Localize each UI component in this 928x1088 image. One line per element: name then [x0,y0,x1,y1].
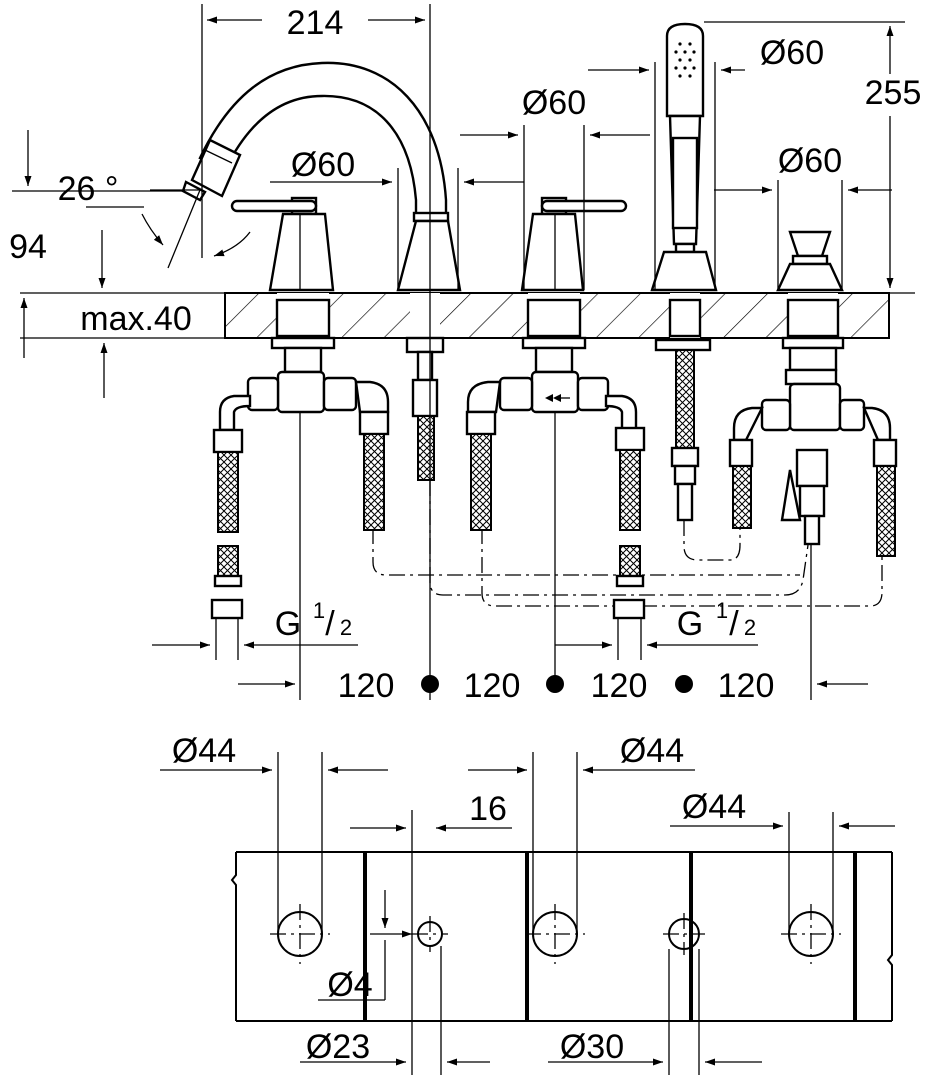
spacing-4: 120 [718,667,775,705]
spacing-1: 120 [338,667,395,705]
dim-30: Ø30 [548,949,762,1075]
dim-angle: 26 ° [58,170,251,269]
connection-left-slash: / [325,605,335,643]
dim-handle-diam: Ø60 [270,146,524,290]
dim-255-label: 255 [865,74,922,112]
dim-214: 214 [201,4,431,700]
shower-nozzles [674,42,696,78]
connection-left-den: 2 [340,615,352,640]
dim-spacing-row: 120 120 120 120 [238,667,868,705]
dim-23-label: Ø23 [306,1028,370,1066]
pipe-routing [372,480,883,607]
dim-connection-right: G 1 / 2 [555,598,758,660]
dim-255: 255 [704,21,922,288]
dim-hole-44-left-label: Ø44 [172,732,236,770]
dim-hole-44-middle-label: Ø44 [620,732,684,770]
dim-diverter-diam: Ø60 [714,142,892,290]
dim-16: 16 [350,790,512,1075]
dim-max40-label: max.40 [80,300,192,338]
dim-angle-label: 26 ° [58,170,119,208]
dim-94: 94 [9,130,185,288]
dim-handle-diam-label: Ø60 [291,146,355,184]
dim-94-label: 94 [9,228,47,266]
spout [181,61,462,481]
dim-hole-44-right: Ø44 [670,788,895,934]
dim-shower-diam-label: Ø60 [760,34,824,72]
dim-max40: max.40 [20,298,192,398]
hand-shower [650,22,718,522]
dim-30-label: Ø30 [560,1028,624,1066]
hole-plate [230,851,893,1022]
dim-23: Ø23 [300,946,490,1075]
dim-diverter-diam-label: Ø60 [778,142,842,180]
dim-16-label: 16 [469,790,507,828]
connection-right-num: 1 [716,598,728,623]
dim-hole-44-left: Ø44 [160,732,388,934]
connection-left-num: 1 [313,598,325,623]
dim-connection-left: G 1 / 2 [152,598,358,660]
dim-hole-44-middle: Ø44 [468,732,695,934]
mounting-holes [270,904,841,964]
dim-valve-diam-label: Ø60 [522,84,586,122]
dim-hole-44-right-label: Ø44 [682,788,746,826]
dim-valve-diam: Ø60 [460,84,650,290]
dim-shower-diam: Ø60 [588,34,824,290]
dim-pin: Ø4 [318,890,412,1004]
spacing-3: 120 [591,667,648,705]
connection-left-g: G [275,605,301,643]
dim-214-label: 214 [287,4,344,42]
left-handle [210,196,390,700]
dim-pin-label: Ø4 [327,966,372,1004]
diverter [728,230,898,700]
right-handle [465,196,646,690]
connection-right-slash: / [729,605,739,643]
connection-right-den: 2 [744,615,756,640]
connection-right-g: G [677,605,703,643]
spacing-2: 120 [464,667,521,705]
